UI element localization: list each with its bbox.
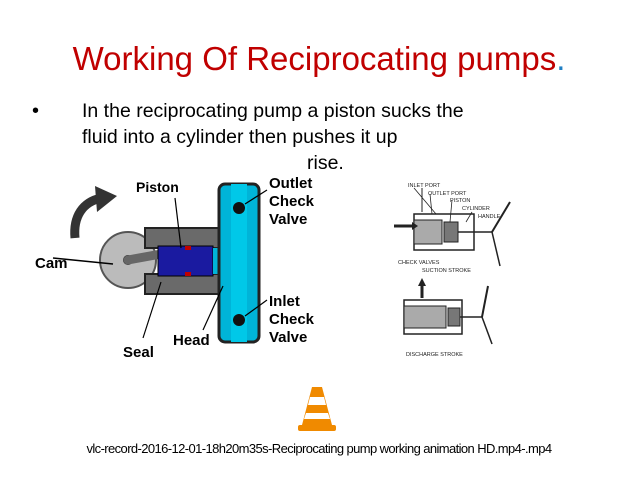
label-inlet-3: Valve bbox=[269, 329, 307, 346]
label-check-valves: CHECK VALVES bbox=[398, 260, 440, 266]
label-seal: Seal bbox=[123, 344, 154, 361]
inlet-check-valve-ball bbox=[233, 314, 245, 326]
label-head: Head bbox=[173, 332, 210, 349]
arrow-head bbox=[95, 186, 117, 212]
piston bbox=[157, 245, 214, 277]
label-inlet-1: Inlet bbox=[269, 293, 300, 310]
bullet-text: In the reciprocating pump a piston sucks… bbox=[82, 98, 602, 176]
video-filename: vlc-record-2016-12-01-18h20m35s-Reciproc… bbox=[86, 441, 552, 456]
label-piston-r: PISTON bbox=[450, 198, 470, 204]
label-outlet-port: OUTLET PORT bbox=[428, 191, 467, 197]
bullet-line-3: rise. bbox=[307, 152, 344, 174]
label-cam: Cam bbox=[35, 255, 68, 272]
label-discharge-stroke: DISCHARGE STROKE bbox=[406, 352, 463, 358]
label-cylinder: CYLINDER bbox=[462, 206, 490, 212]
vlc-cone-icon bbox=[298, 387, 336, 431]
reciprocating-pump-diagram: Cam Piston Seal Head Outlet Check Valve … bbox=[35, 175, 315, 361]
label-outlet-2: Check bbox=[269, 193, 315, 210]
bullet-line-2: fluid into a cylinder then pushes it up bbox=[82, 126, 398, 148]
bullet-marker: • bbox=[32, 100, 40, 122]
label-suction-stroke: SUCTION STROKE bbox=[422, 268, 471, 274]
label-outlet-1: Outlet bbox=[269, 175, 312, 192]
bullet-line-1: In the reciprocating pump a piston sucks… bbox=[82, 100, 464, 122]
label-inlet-port: INLET PORT bbox=[408, 183, 441, 189]
outlet-check-valve-ball bbox=[233, 202, 245, 214]
label-inlet-2: Check bbox=[269, 311, 315, 328]
label-handle: HANDLE bbox=[478, 214, 501, 220]
label-outlet-3: Valve bbox=[269, 211, 307, 228]
slide-title: Working Of Reciprocating pumps. bbox=[72, 40, 566, 77]
pump-stroke-diagram: INLET PORT OUTLET PORT PISTON CYLINDER H… bbox=[394, 183, 511, 358]
label-piston: Piston bbox=[136, 179, 179, 195]
